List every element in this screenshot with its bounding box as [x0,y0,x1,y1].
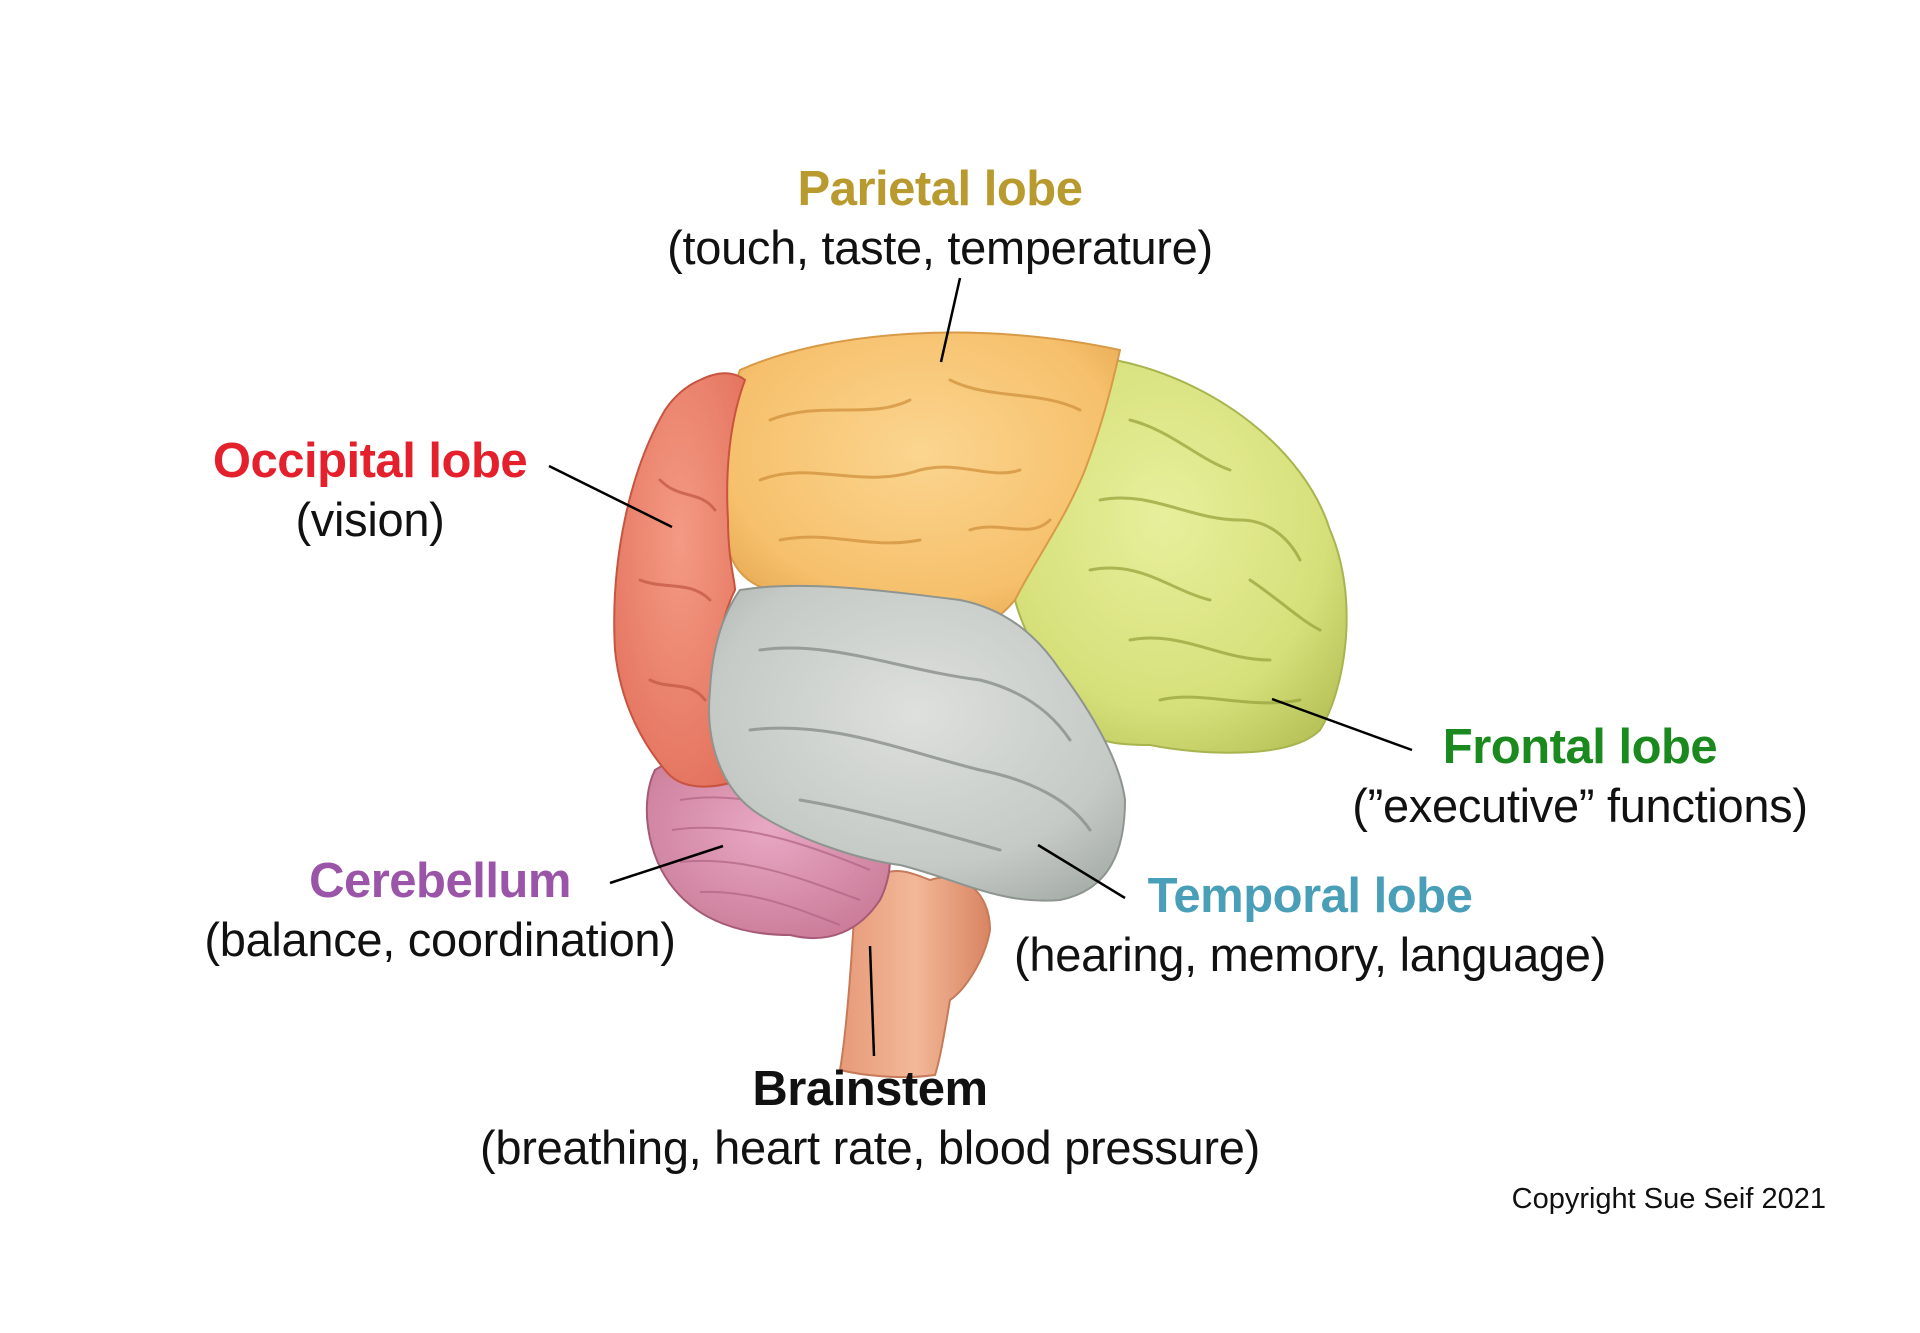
occipital-name: Occipital lobe [212,434,528,488]
occipital-leader [548,464,673,529]
parietal-gyri [758,378,1082,545]
cerebellum-leader [609,844,724,885]
temporal-gyri [748,646,1092,852]
frontal-label: Frontal lobe (”executive” functions) [1300,720,1860,832]
occipital-desc: (vision) [295,493,445,546]
occipital-label: Occipital lobe (vision) [170,434,570,546]
temporal-leader [1037,843,1126,900]
brainstem-label: Brainstem (breathing, heart rate, blood … [380,1062,1360,1174]
frontal-desc: (”executive” functions) [1352,779,1808,832]
parietal-leader [939,277,962,363]
parietal-label: Parietal lobe (touch, taste, temperature… [560,162,1320,274]
brainstem-name: Brainstem [752,1062,988,1116]
temporal-lobe-shape [708,584,1127,902]
leader-lines [548,277,1413,1057]
temporal-label: Temporal lobe (hearing, memory, language… [960,869,1660,981]
frontal-name: Frontal lobe [1442,720,1718,774]
frontal-leader [1271,697,1413,752]
occipital-gyri [638,478,717,702]
brainstem-shape [838,870,992,1079]
brainstem-desc: (breathing, heart rate, blood pressure) [480,1121,1260,1174]
brainstem-leader [868,945,876,1057]
temporal-name: Temporal lobe [1147,869,1473,923]
parietal-desc: (touch, taste, temperature) [667,221,1213,274]
temporal-desc: (hearing, memory, language) [1014,928,1606,981]
cerebellum-desc: (balance, coordination) [204,913,676,966]
copyright-text: Copyright Sue Seif 2021 [1511,1183,1826,1215]
cerebellum-name: Cerebellum [309,854,571,908]
cerebellum-label: Cerebellum (balance, coordination) [140,854,740,966]
parietal-name: Parietal lobe [797,162,1083,216]
